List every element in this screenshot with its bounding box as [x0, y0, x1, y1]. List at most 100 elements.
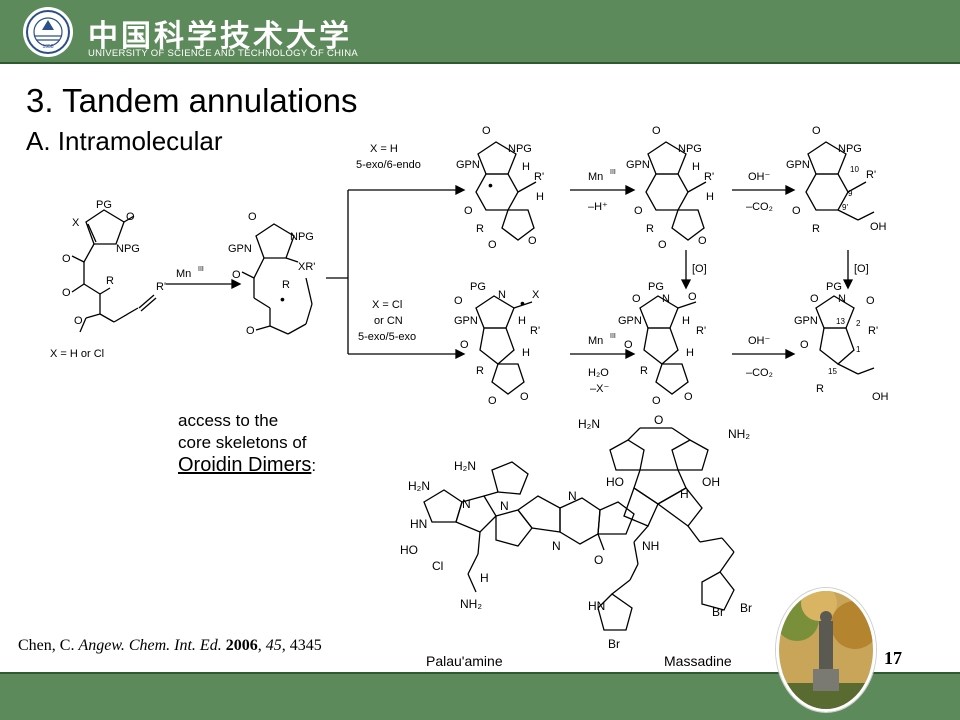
- svg-text:O: O: [684, 391, 693, 403]
- svg-text:or CN: or CN: [374, 315, 403, 327]
- svg-text:9': 9': [842, 203, 848, 212]
- svg-text:O: O: [688, 291, 697, 303]
- svg-text:R: R: [816, 383, 824, 395]
- svg-text:H: H: [706, 191, 714, 203]
- upper-product-2: [645, 141, 707, 241]
- svg-text:–CO₂: –CO₂: [746, 201, 773, 213]
- lower-product-3: [815, 295, 875, 375]
- note-line-1: access to the: [178, 411, 279, 430]
- svg-text:O: O: [74, 315, 83, 327]
- svg-text:H: H: [522, 161, 530, 173]
- svg-text:N: N: [552, 539, 561, 553]
- header-bar: 1958 中国科学技术大学 UNIVERSITY OF SCIENCE AND …: [0, 0, 960, 64]
- citation-volume: 45: [265, 637, 282, 654]
- svg-text:O: O: [594, 553, 603, 567]
- note-line-2: core skeletons of: [178, 433, 307, 452]
- svg-text:O: O: [528, 235, 537, 247]
- svg-text:R': R': [696, 325, 706, 337]
- svg-text:Mn: Mn: [176, 268, 191, 280]
- svg-text:O: O: [698, 235, 707, 247]
- reaction-scheme: PG O X NPG O R O R' O X = H or Cl Mn III…: [50, 125, 889, 407]
- svg-text:X = H or Cl: X = H or Cl: [50, 348, 104, 360]
- svg-text:2: 2: [856, 319, 861, 328]
- citation-author: Chen, C.: [18, 637, 75, 654]
- svg-text:R': R': [156, 281, 166, 293]
- svg-text:GPN: GPN: [618, 315, 642, 327]
- note-oroidin-dimers: Oroidin Dimers: [178, 454, 312, 476]
- svg-text:5-exo/6-endo: 5-exo/6-endo: [356, 159, 421, 171]
- svg-text:N: N: [662, 293, 670, 305]
- svg-text:R: R: [640, 365, 648, 377]
- svg-text:Br: Br: [712, 605, 724, 619]
- svg-text:NPG: NPG: [838, 143, 862, 155]
- svg-text:•: •: [280, 291, 285, 307]
- svg-text:Cl: Cl: [432, 559, 443, 573]
- svg-text:O: O: [652, 125, 661, 137]
- svg-text:HN: HN: [410, 517, 427, 531]
- svg-text:O: O: [232, 269, 241, 281]
- svg-text:O: O: [624, 339, 633, 351]
- svg-text:GPN: GPN: [626, 159, 650, 171]
- svg-text:13: 13: [836, 317, 845, 326]
- svg-text:O: O: [246, 325, 255, 337]
- svg-text:OH: OH: [872, 391, 889, 403]
- svg-text:III: III: [610, 169, 616, 176]
- header-divider: [0, 62, 960, 64]
- svg-text:9: 9: [848, 189, 853, 198]
- svg-text:R': R': [534, 171, 544, 183]
- university-name-chinese: 中国科学技术大学: [88, 19, 352, 54]
- svg-text:15: 15: [828, 367, 837, 376]
- svg-text:PG: PG: [648, 281, 664, 293]
- svg-text:O: O: [654, 413, 663, 427]
- svg-text:R': R': [704, 171, 714, 183]
- lower-product-2: [639, 295, 697, 395]
- svg-text:O: O: [488, 239, 497, 251]
- note-colon: :: [311, 456, 317, 475]
- svg-text:5-exo/5-exo: 5-exo/5-exo: [358, 331, 416, 343]
- svg-text:H₂N: H₂N: [578, 417, 600, 431]
- svg-text:OH: OH: [870, 221, 887, 233]
- palauamine-label: Palau'amine: [426, 653, 503, 669]
- svg-text:R: R: [476, 223, 484, 235]
- svg-text:HO: HO: [400, 543, 418, 557]
- svg-text:O: O: [658, 239, 667, 251]
- page-number: 17: [884, 648, 902, 668]
- svg-text:OH⁻: OH⁻: [748, 171, 771, 183]
- svg-text:H₂N: H₂N: [408, 479, 430, 493]
- svg-text:R': R': [866, 169, 876, 181]
- svg-text:O: O: [488, 395, 497, 407]
- svg-text:O: O: [634, 205, 643, 217]
- svg-text:O: O: [126, 211, 135, 223]
- starting-material: [71, 209, 157, 333]
- footer-divider: [0, 672, 960, 674]
- svg-text:O: O: [62, 253, 71, 265]
- svg-text:10: 10: [850, 165, 859, 174]
- svg-text:XR': XR': [298, 261, 315, 273]
- svg-text:X = Cl: X = Cl: [372, 299, 402, 311]
- svg-text:III: III: [198, 266, 204, 273]
- logo-year: 1958: [42, 44, 53, 50]
- upper-product-3: [805, 141, 875, 221]
- svg-text:[O]: [O]: [854, 263, 869, 275]
- citation-pages: 4345: [289, 637, 322, 654]
- svg-text:O: O: [866, 295, 875, 307]
- slide-title: 3. Tandem annulations: [26, 82, 358, 119]
- lower-product-1: [475, 295, 533, 395]
- oroidin-note: access to the core skeletons of Oroidin …: [178, 410, 316, 477]
- svg-text:O: O: [248, 211, 257, 223]
- svg-text:GPN: GPN: [794, 315, 818, 327]
- svg-text:X: X: [532, 289, 540, 301]
- svg-text:III: III: [610, 333, 616, 340]
- svg-text:O: O: [652, 395, 661, 407]
- svg-text:O: O: [482, 125, 491, 137]
- svg-text:–CO₂: –CO₂: [746, 367, 773, 379]
- svg-text:Br: Br: [608, 637, 620, 651]
- svg-text:O: O: [62, 287, 71, 299]
- svg-text:HO: HO: [606, 475, 624, 489]
- radical-intermediate: [241, 223, 313, 335]
- svg-text:R: R: [282, 279, 290, 291]
- svg-text:O: O: [454, 295, 463, 307]
- svg-text:H: H: [682, 315, 690, 327]
- svg-text:•: •: [488, 177, 493, 193]
- svg-text:H: H: [680, 487, 689, 501]
